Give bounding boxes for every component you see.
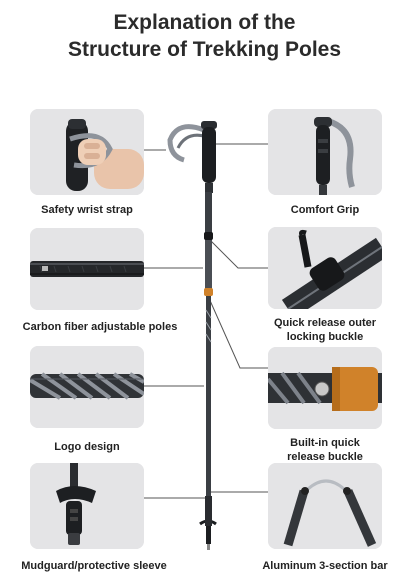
wrist-strap-caption: Safety wrist strap bbox=[41, 204, 133, 216]
outer-buckle-image bbox=[268, 227, 382, 309]
outer-buckle-caption-line-2: locking buckle bbox=[286, 331, 364, 343]
carbon-pole-caption: Carbon fiber adjustable poles bbox=[22, 321, 178, 333]
inner-buckle-image bbox=[268, 347, 382, 429]
outer-buckle-caption-line-1: Quick release outer bbox=[273, 317, 377, 329]
mudguard-caption: Mudguard/protective sleeve bbox=[21, 560, 167, 572]
logo-design-image bbox=[30, 346, 144, 428]
comfort-grip-image bbox=[268, 109, 382, 195]
inner-buckle-caption-line-1: Built-in quick bbox=[290, 437, 360, 449]
pole-shaft bbox=[204, 192, 213, 496]
carbon-pole-image bbox=[30, 228, 144, 310]
aluminum-bar-image bbox=[268, 463, 382, 549]
pole-grip bbox=[201, 121, 217, 193]
mudguard-image bbox=[30, 463, 144, 549]
inner-buckle-caption-line-2: release buckle bbox=[287, 451, 363, 463]
page-title-line-1: Explanation of the bbox=[113, 11, 296, 34]
comfort-grip-caption: Comfort Grip bbox=[290, 204, 360, 216]
page-title-line-2: Structure of Trekking Poles bbox=[67, 38, 342, 61]
pole-tip bbox=[199, 496, 217, 550]
aluminum-bar-caption: Aluminum 3-section bar bbox=[262, 560, 388, 572]
wrist-strap-image bbox=[30, 109, 144, 195]
wrist-strap-loop bbox=[167, 124, 205, 163]
logo-design-caption: Logo design bbox=[54, 441, 120, 453]
